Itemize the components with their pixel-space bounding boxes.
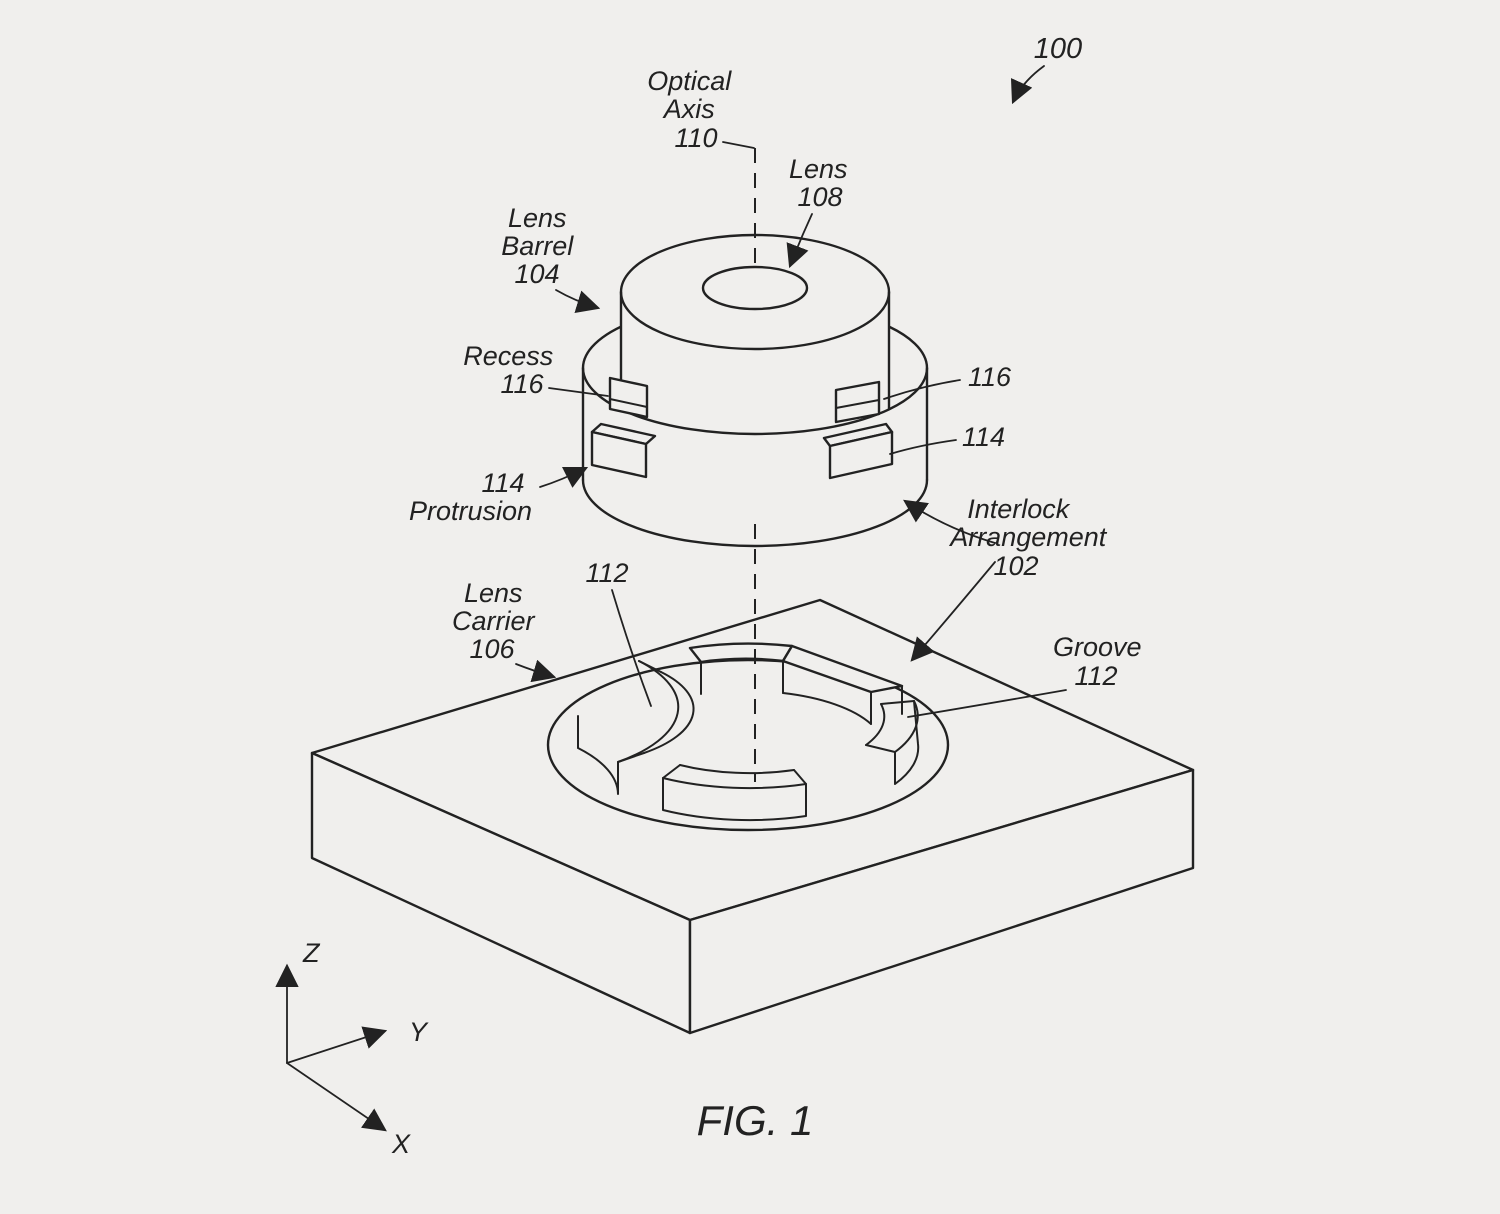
lens-opening bbox=[701, 265, 809, 311]
label-lens-carrier: Lens Carrier 106 bbox=[452, 578, 542, 664]
label-recess-line2: 116 bbox=[500, 369, 544, 399]
label-groove-line2: 112 bbox=[1074, 661, 1117, 691]
protrusion-right bbox=[822, 422, 894, 480]
label-lens-carrier-line2: Carrier bbox=[452, 606, 536, 636]
label-protrusion-line2: Protrusion bbox=[409, 496, 532, 526]
leader-100 bbox=[1010, 65, 1045, 105]
label-lens: Lens 108 bbox=[789, 154, 855, 212]
leader-116-right bbox=[883, 379, 961, 400]
leader-110 bbox=[722, 141, 755, 149]
x-axis-arrow bbox=[286, 1062, 387, 1132]
label-optical-axis: Optical Axis 110 bbox=[647, 66, 739, 153]
recess-left bbox=[608, 376, 649, 419]
leader-102-carrier bbox=[910, 561, 996, 662]
carrier-well-rim bbox=[546, 658, 950, 832]
label-groove: Groove 112 bbox=[1053, 632, 1149, 691]
label-protrusion-line1: 114 bbox=[481, 468, 524, 498]
leader-114-right bbox=[889, 439, 957, 455]
label-lens-line2: 108 bbox=[797, 182, 842, 212]
z-axis-label: Z bbox=[302, 938, 321, 968]
recess-right bbox=[834, 380, 881, 424]
label-interlock-line1: Interlock bbox=[967, 494, 1071, 524]
label-interlock: Interlock Arrangement 102 bbox=[948, 494, 1114, 581]
label-lens-barrel: Lens Barrel 104 bbox=[501, 203, 581, 289]
y-axis-label: Y bbox=[409, 1017, 429, 1047]
leader-106 bbox=[515, 659, 557, 683]
interlock-ring-near-walls bbox=[662, 700, 920, 822]
leader-116-left bbox=[548, 387, 609, 397]
figure-caption: FIG. 1 bbox=[697, 1097, 814, 1144]
leader-lines bbox=[515, 65, 1067, 718]
leader-groove bbox=[907, 689, 1067, 718]
label-interlock-line2: Arrangement bbox=[948, 522, 1108, 552]
y-axis-arrow bbox=[286, 1026, 388, 1064]
label-protrusion: 114 Protrusion bbox=[409, 468, 532, 526]
label-ref-114-right: 114 bbox=[962, 422, 1005, 452]
label-recess-line1: Recess bbox=[463, 341, 553, 371]
label-optical-axis-line1: Optical bbox=[647, 66, 732, 96]
label-ref-112-center: 112 bbox=[585, 558, 628, 588]
label-lens-carrier-line3: 106 bbox=[469, 634, 515, 664]
label-groove-line1: Groove bbox=[1053, 632, 1142, 662]
label-lens-carrier-line1: Lens bbox=[464, 578, 523, 608]
label-optical-axis-line2: Axis bbox=[662, 94, 715, 124]
label-interlock-line3: 102 bbox=[993, 551, 1038, 581]
x-axis-label: X bbox=[391, 1129, 411, 1159]
barrel-upper-fill bbox=[621, 235, 889, 425]
lens-carrier-drawing bbox=[310, 598, 1195, 1035]
label-recess: Recess 116 bbox=[463, 341, 561, 399]
label-ref-116-right: 116 bbox=[968, 362, 1012, 392]
leader-114-left bbox=[539, 466, 589, 488]
label-lens-barrel-line2: Barrel bbox=[501, 231, 574, 261]
leader-108 bbox=[786, 213, 813, 269]
interlock-ring-far-walls bbox=[577, 642, 904, 795]
leader-104 bbox=[555, 289, 601, 314]
label-ref-100: 100 bbox=[1034, 33, 1082, 65]
label-lens-barrel-line1: Lens bbox=[508, 203, 567, 233]
carrier-right-face bbox=[688, 768, 1195, 1035]
label-lens-line1: Lens bbox=[789, 154, 848, 184]
axis-triad: Z Y X bbox=[275, 938, 429, 1159]
label-lens-barrel-line3: 104 bbox=[514, 259, 559, 289]
protrusion-left bbox=[590, 422, 657, 479]
leader-112-center bbox=[611, 589, 652, 707]
label-optical-axis-line3: 110 bbox=[674, 123, 717, 153]
leader-102-barrel bbox=[903, 499, 996, 544]
lens-barrel-drawing bbox=[581, 233, 929, 548]
